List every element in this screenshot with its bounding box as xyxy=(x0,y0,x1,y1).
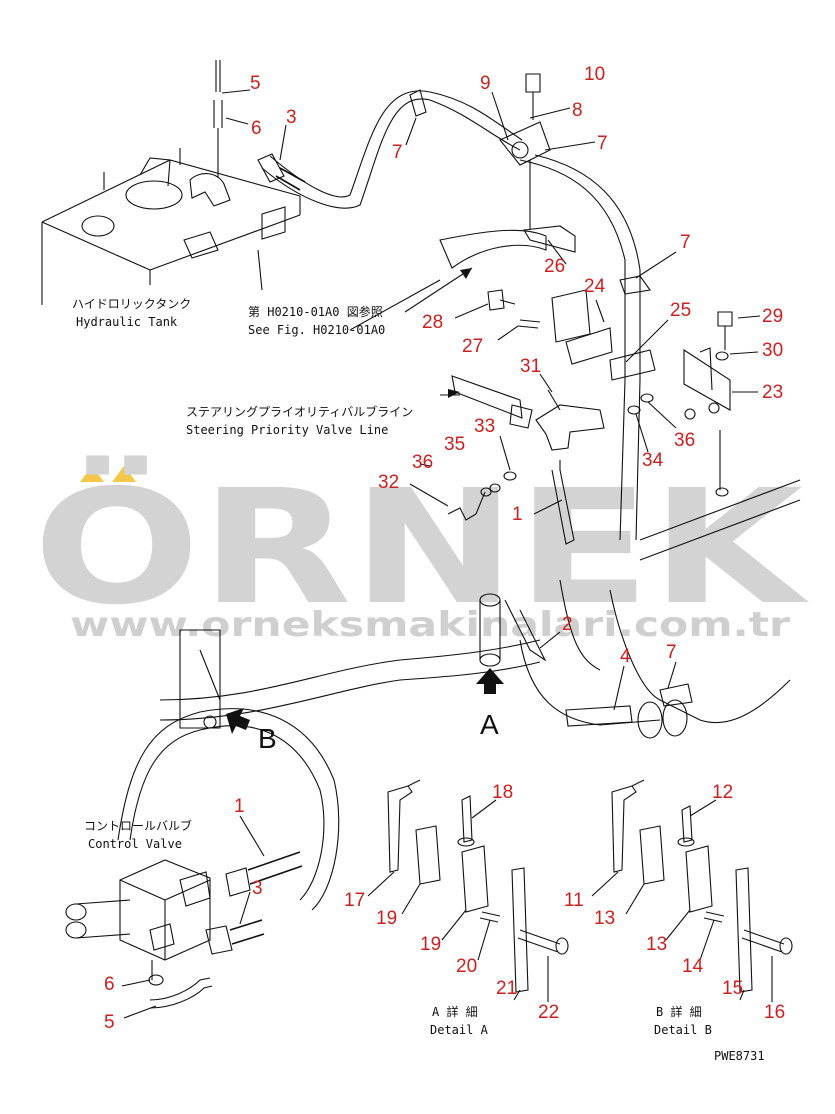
detail-a-drawing xyxy=(387,779,569,993)
callout-1-mid: 1 xyxy=(512,504,523,525)
cv-label-jp: コントロールバルブ xyxy=(84,818,192,833)
callout-19-b: 19 xyxy=(420,934,441,955)
view-arrow-a xyxy=(476,668,504,694)
detail-a-en: Detail A xyxy=(430,1023,489,1037)
callout-16: 16 xyxy=(764,1002,785,1023)
callout-28: 28 xyxy=(422,312,443,333)
callout-36-right: 36 xyxy=(674,430,695,451)
callout-13-b: 13 xyxy=(646,934,667,955)
callout-14: 14 xyxy=(682,956,704,977)
callout-12: 12 xyxy=(712,782,733,803)
callout-3-top: 3 xyxy=(286,107,297,128)
callout-29: 29 xyxy=(762,306,783,327)
callout-23: 23 xyxy=(762,382,783,403)
tank-label-jp: ハイドロリックタンク xyxy=(72,297,191,311)
tank-label-en: Hydraulic Tank xyxy=(76,315,178,329)
callout-1-low: 1 xyxy=(234,796,245,817)
callout-7-a: 7 xyxy=(392,142,403,163)
callout-26: 26 xyxy=(544,256,565,277)
callout-34: 34 xyxy=(642,450,664,471)
drawing-code: PWE8731 xyxy=(714,1049,765,1063)
fastener-group xyxy=(447,73,733,521)
steering-line xyxy=(440,375,605,451)
callout-19-a: 19 xyxy=(376,908,397,929)
detail-b-jp: B 詳 細 xyxy=(656,1004,702,1019)
callout-33: 33 xyxy=(474,416,495,437)
callout-numbers: 5 6 3 7 9 10 8 7 26 7 24 25 29 28 27 30 … xyxy=(104,64,785,1033)
callout-3-low: 3 xyxy=(252,878,263,899)
control-valve-drawing xyxy=(65,851,303,1009)
callout-10: 10 xyxy=(584,64,605,85)
tank-hose-fitting xyxy=(257,153,306,191)
callout-2: 2 xyxy=(562,614,573,635)
callout-5-top: 5 xyxy=(250,73,261,94)
frame-and-lower-hoses xyxy=(117,460,801,911)
watermark-accent-right xyxy=(112,466,136,482)
callout-11: 11 xyxy=(564,890,584,911)
text-labels: ハイドロリックタンク Hydraulic Tank 第 H0210-01A0 図… xyxy=(72,297,765,1063)
return-hose xyxy=(439,229,547,269)
leader-lines xyxy=(121,89,773,1019)
detail-a-jp: A 詳 細 xyxy=(432,1004,478,1019)
callout-35: 35 xyxy=(444,434,465,455)
callout-8: 8 xyxy=(572,100,583,121)
watermark: ÖRNEK www.orneksmakinalari.com.tr xyxy=(33,454,810,645)
see-fig-label-en: See Fig. H0210-01A0 xyxy=(248,323,385,337)
callout-5-low: 5 xyxy=(104,1012,115,1033)
view-label-b: B xyxy=(258,723,277,754)
callout-25: 25 xyxy=(670,300,691,321)
callout-7-c: 7 xyxy=(680,232,691,253)
callout-31: 31 xyxy=(520,356,541,377)
detail-b-drawing xyxy=(611,779,793,993)
callout-15: 15 xyxy=(722,978,743,999)
callout-36-left: 36 xyxy=(412,452,433,473)
callout-9: 9 xyxy=(480,73,491,94)
callout-21: 21 xyxy=(496,978,517,999)
watermark-brand: ÖRNEK xyxy=(33,454,810,640)
callout-18: 18 xyxy=(492,782,513,803)
cv-label-en: Control Valve xyxy=(88,837,182,851)
callout-17: 17 xyxy=(344,890,365,911)
callout-20: 20 xyxy=(456,956,477,977)
callout-6-low: 6 xyxy=(104,974,115,995)
steer-label-en: Steering Priority Valve Line xyxy=(186,423,388,437)
callout-32: 32 xyxy=(378,472,399,493)
callout-13-a: 13 xyxy=(594,908,615,929)
watermark-url: www.orneksmakinalari.com.tr xyxy=(70,605,790,645)
upper-hose-run xyxy=(213,60,656,541)
view-label-a: A xyxy=(480,709,499,740)
callout-7-d: 7 xyxy=(666,642,677,663)
steer-label-jp: ステアリングプライオリティバルブライン xyxy=(186,404,413,419)
callout-30: 30 xyxy=(762,340,783,361)
view-arrows xyxy=(226,668,504,734)
callout-22: 22 xyxy=(538,1002,559,1023)
callout-6-top: 6 xyxy=(251,118,262,139)
callout-7-b: 7 xyxy=(597,133,608,154)
callout-27: 27 xyxy=(462,336,483,357)
detail-b-en: Detail B xyxy=(654,1023,712,1037)
view-arrow-b xyxy=(226,708,250,734)
hydraulic-tank-drawing xyxy=(41,148,301,305)
callout-4: 4 xyxy=(620,646,631,667)
callout-24: 24 xyxy=(584,276,606,297)
see-fig-label-jp: 第 H0210-01A0 図参照 xyxy=(248,304,383,319)
watermark-accent-left xyxy=(80,466,104,482)
